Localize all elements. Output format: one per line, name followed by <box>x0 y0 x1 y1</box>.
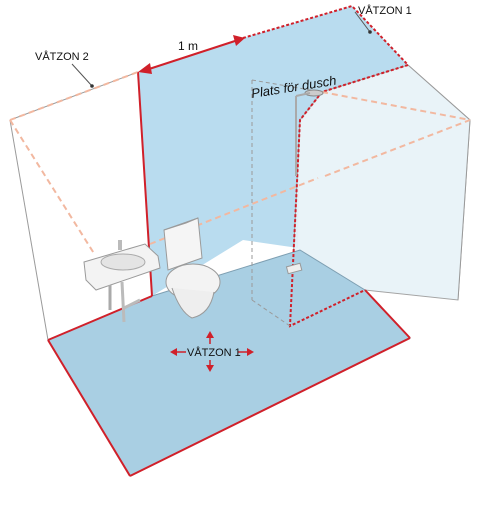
one-meter-label: 1 m <box>178 39 198 53</box>
one-meter-arrow <box>138 35 245 74</box>
floor-drain-icon <box>285 262 303 275</box>
wet-zone-2-leader-dot <box>90 84 94 88</box>
sink-icon <box>83 240 161 323</box>
wet-zone-1-leader <box>354 11 371 33</box>
wet-zone-1-top-label: VÅTZON 1 <box>358 4 412 17</box>
wet-zone-2-label: VÅTZON 2 <box>35 50 89 63</box>
wet-zone-1-leader-dot <box>368 30 372 34</box>
toilet-icon <box>163 217 221 319</box>
wet-zone-2-leader <box>71 63 93 87</box>
four-way-arrow-icon <box>170 331 254 372</box>
shower-head-icon <box>295 89 324 176</box>
wet-zone-1-floor-label: VÅTZON 1 <box>187 346 241 359</box>
right-wall-wet-zone <box>243 6 408 248</box>
